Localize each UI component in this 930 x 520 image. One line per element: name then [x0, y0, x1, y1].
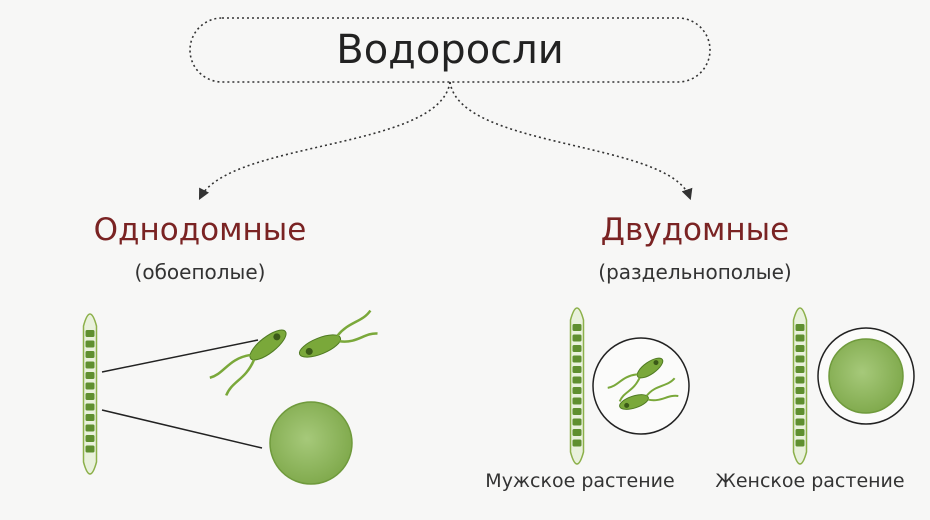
male-gamete-circle	[592, 337, 690, 435]
filament-cell	[795, 397, 805, 405]
filament-cell	[85, 414, 95, 421]
egg-cell	[828, 338, 904, 414]
male-plant-label: Мужское растение	[485, 470, 675, 492]
filament-cell	[795, 387, 805, 394]
female-plant-label: Женское растение	[715, 470, 905, 492]
filament-cell	[85, 435, 95, 442]
line-to-egg	[101, 409, 263, 449]
filament-cell	[572, 439, 582, 447]
sperm-cell	[607, 357, 664, 402]
filament-cell	[85, 330, 95, 337]
filament-cell	[572, 324, 582, 331]
filament-cell	[572, 376, 582, 384]
filament-cell	[795, 334, 805, 342]
filament-cell	[85, 351, 95, 358]
filament-cell	[572, 366, 582, 373]
monoecious-heading: Однодомные	[93, 212, 307, 248]
sperm-cell	[209, 329, 287, 396]
filament-cell	[572, 397, 582, 405]
filament-cell	[572, 408, 582, 415]
sperm-cell	[298, 309, 378, 358]
monoecious-filament	[82, 313, 98, 475]
filament-cell	[795, 439, 805, 447]
filament-cell	[795, 376, 805, 384]
female-filament	[792, 307, 808, 465]
filament-cell	[85, 382, 95, 390]
male-filament	[569, 307, 585, 465]
filament-cell	[795, 324, 805, 331]
filament-cell	[85, 340, 95, 348]
filament-cell	[85, 393, 95, 400]
arrow-to-dioecious	[449, 81, 693, 201]
dioecious-heading: Двудомные	[600, 212, 790, 248]
monoecious-subheading: (обоеполые)	[134, 260, 266, 284]
filament-cell	[795, 429, 805, 436]
filament-cell	[85, 361, 95, 369]
filament-cell	[795, 418, 805, 426]
filament-cell	[572, 418, 582, 426]
filament-cell	[85, 445, 95, 453]
filament-cell	[85, 372, 95, 379]
sperm-cell	[619, 377, 679, 410]
page-title: Водоросли	[336, 27, 564, 73]
filament-cell	[572, 429, 582, 436]
dioecious-subheading: (раздельнополые)	[598, 260, 792, 284]
filament-cell	[795, 355, 805, 363]
filament-cell	[572, 355, 582, 363]
title-box	[189, 17, 711, 83]
filament-cell	[572, 334, 582, 342]
filament-cell	[572, 387, 582, 394]
filament-cell	[795, 408, 805, 415]
filament-cell	[572, 345, 582, 352]
egg-cell	[269, 401, 353, 485]
filament-cell	[85, 424, 95, 432]
filament-cell	[85, 403, 95, 411]
arrow-to-monoecious	[198, 81, 451, 200]
line-to-sperm	[101, 339, 259, 373]
filament-cell	[795, 345, 805, 352]
filament-cell	[795, 366, 805, 373]
